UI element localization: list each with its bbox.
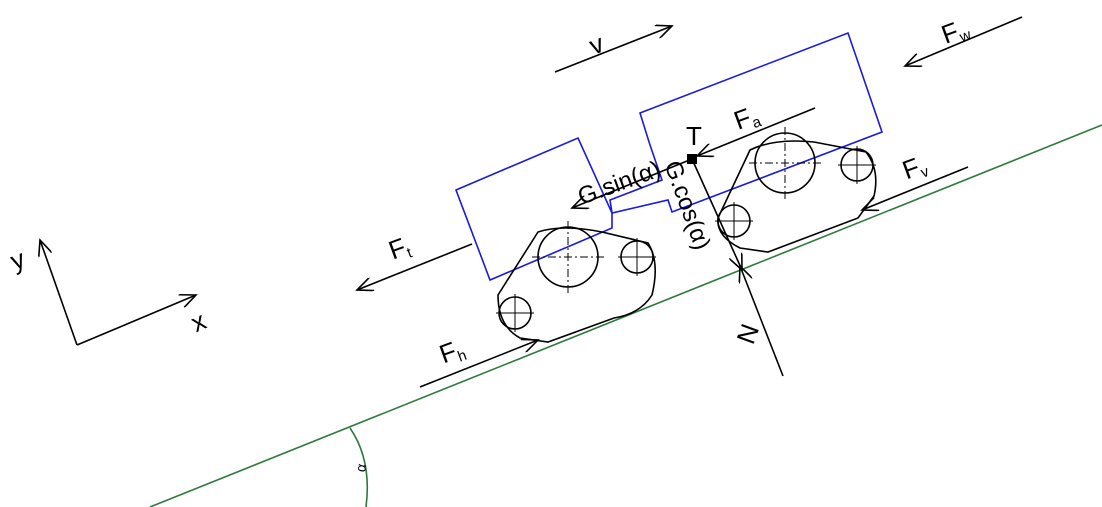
y-axis-label: y bbox=[6, 243, 28, 276]
center-of-gravity-label: T bbox=[686, 121, 702, 151]
x-axis-arrow bbox=[76, 295, 196, 346]
acceleration-force-arrow bbox=[697, 107, 816, 156]
ground-slope: α bbox=[149, 124, 1102, 507]
gravity-normal-arrow bbox=[691, 158, 742, 270]
center-of-gravity: T bbox=[686, 121, 702, 164]
front-resistance-arrow bbox=[862, 166, 969, 210]
wind-force-arrow bbox=[905, 16, 1023, 66]
rear-vehicle-frame bbox=[454, 136, 613, 282]
rear-force: F h bbox=[419, 336, 538, 388]
gravity-normal-label: G.cos(α) bbox=[659, 157, 716, 253]
gravity-parallel-arrow bbox=[572, 158, 693, 208]
gravity-parallel-label: G.sin(α) bbox=[574, 156, 664, 211]
x-axis-label: x bbox=[186, 305, 210, 338]
traction-force-arrow bbox=[357, 243, 473, 290]
traction-force: F t bbox=[357, 232, 473, 290]
velocity-vector: v bbox=[554, 26, 672, 73]
wind-force: F w bbox=[905, 16, 1023, 66]
normal-force-label: N bbox=[731, 320, 766, 348]
front-vehicle-frame bbox=[609, 31, 884, 214]
front-track-assembly bbox=[715, 127, 877, 253]
ground-line bbox=[149, 124, 1102, 507]
y-axis-arrow bbox=[40, 240, 78, 346]
normal-force: N bbox=[731, 266, 784, 377]
gravity-normal-component: G.cos(α) bbox=[659, 157, 742, 270]
angle-arc bbox=[349, 427, 369, 507]
traction-force-subscript: t bbox=[405, 244, 416, 262]
rear-track-assembly bbox=[496, 221, 656, 343]
angle-label: α bbox=[352, 462, 369, 473]
front-track-outline bbox=[717, 140, 877, 253]
coordinate-axes: y x bbox=[6, 240, 210, 346]
wind-force-subscript: w bbox=[957, 26, 974, 46]
normal-force-arrow bbox=[740, 266, 784, 377]
velocity-label: v bbox=[585, 28, 607, 61]
velocity-arrow bbox=[554, 26, 672, 73]
rear-force-arrow bbox=[419, 340, 538, 388]
